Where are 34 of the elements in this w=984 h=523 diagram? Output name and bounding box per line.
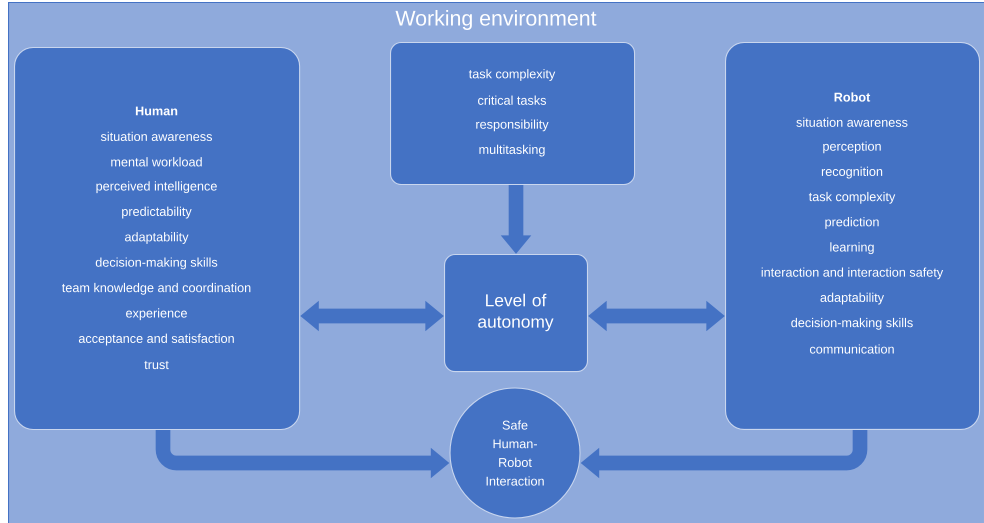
list-item: perception [823,141,881,154]
rounded-box [14,47,300,430]
rounded-box [444,254,588,372]
list-item: situation awareness [796,118,908,127]
list-item: trust [144,360,169,370]
list-item: multitasking [479,144,545,156]
list-item: predictability [122,206,192,218]
list-item: decision-making skills [96,257,218,270]
list-item: interaction and interaction safety [762,267,944,280]
list-item: recognition [822,166,882,178]
box-heading: Robot [834,92,870,102]
list-item: acceptance and satisfaction [78,334,234,346]
list-item: mental workload [111,157,202,166]
list-item: experience [126,308,187,320]
list-item: learning [830,242,874,254]
list-item: adaptability [820,292,884,304]
list-item: critical tasks [478,96,546,105]
list-item: decision-making skills [791,318,913,330]
rounded-box [390,42,636,186]
box-label: Level of autonomy [478,294,554,332]
list-item: prediction [825,217,879,229]
list-item: perceived intelligence [96,181,217,194]
box-heading: Human [136,106,178,116]
list-item: communication [810,344,894,354]
list-item: adaptability [125,232,189,244]
list-item: situation awareness [100,132,212,142]
list-item: task complexity [808,192,896,204]
list-item: responsibility [476,120,549,132]
outcome-circle [449,387,581,519]
list-item: task complexity [468,69,556,81]
list-item: team knowledge and coordination [62,282,250,295]
circle-label: Safe Human-Robot Interaction [486,420,544,486]
title: Working environment [396,10,596,30]
rounded-box [725,42,980,430]
